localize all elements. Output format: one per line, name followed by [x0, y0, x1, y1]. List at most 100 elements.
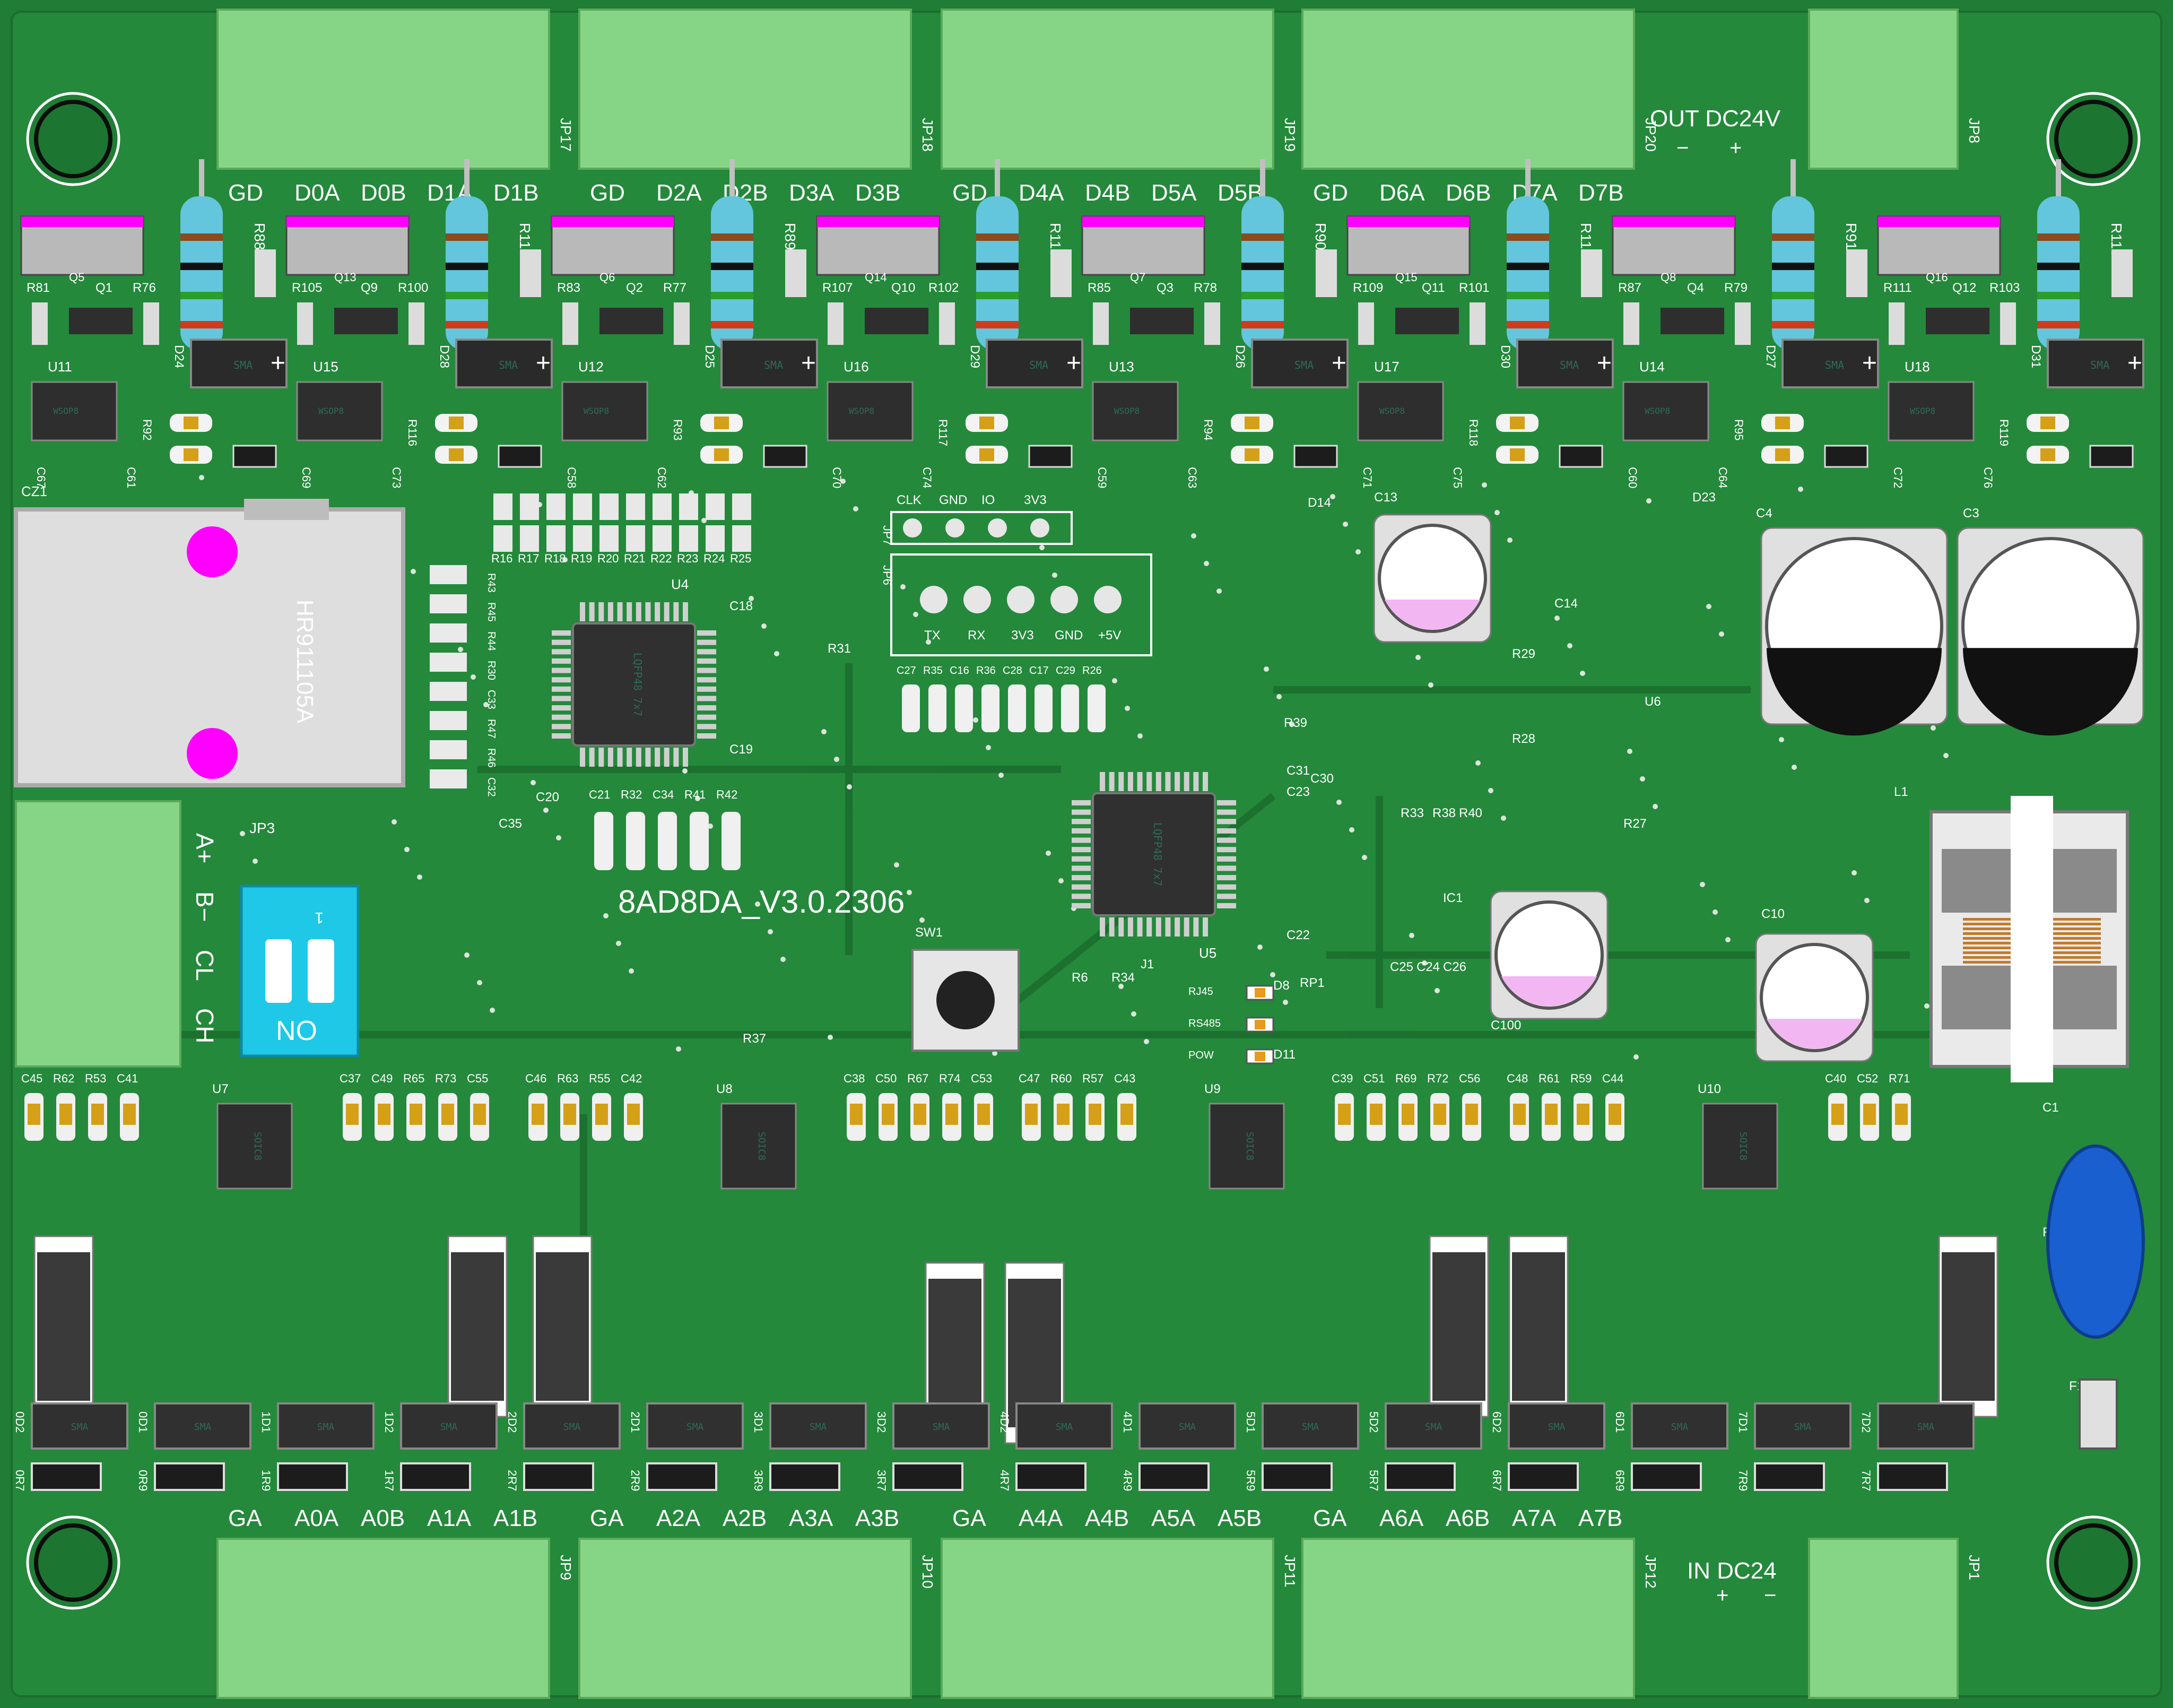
passive-ref: C27: [897, 665, 916, 677]
via: [853, 506, 858, 511]
ref-designator: C20: [536, 790, 559, 804]
resistor-band: [976, 263, 1019, 270]
lqfp-pin: [1100, 772, 1105, 791]
debug-pin-label: CLK: [897, 493, 922, 507]
diode-marking: SMA: [499, 359, 518, 371]
via: [629, 968, 634, 974]
via: [1554, 615, 1560, 621]
cap-polarity: +: [1844, 531, 1862, 567]
resistor-ref: R83: [557, 281, 580, 295]
sense-resistor-ref: R91: [1843, 223, 1859, 250]
lqfp-pin: [1217, 894, 1236, 899]
wsop8-mosfet: [827, 381, 914, 441]
cap-body: [1831, 1104, 1844, 1125]
passive-ref: R63: [557, 1072, 578, 1085]
fuse: [2079, 1378, 2118, 1450]
cap-ref: C59: [1096, 467, 1109, 488]
sot23-transistor: [1395, 308, 1459, 334]
varistor: [2046, 1145, 2145, 1339]
mcu-marking: LQFP48 7x7: [631, 653, 644, 716]
resistor-ref: 4R7: [998, 1470, 1011, 1491]
transistor-ref: Q7: [1130, 271, 1145, 284]
electrolytic-capacitor: +: [1760, 527, 1948, 736]
resistor-band: [2037, 321, 2080, 328]
connector-title: IN DC24: [1687, 1558, 1777, 1584]
sma-diode: [646, 1402, 744, 1450]
transistor-ref: Q5: [69, 271, 84, 284]
pin-label: A0A: [294, 1505, 339, 1531]
pin-label: A4A: [1019, 1505, 1063, 1531]
via: [1422, 960, 1427, 966]
lqfp-pin: [697, 724, 716, 730]
smd-resistor: [520, 249, 541, 297]
diode-ref: 1D2: [383, 1411, 396, 1433]
cap-body: [59, 1104, 72, 1125]
lqfp-body: [1092, 792, 1216, 916]
mosfet-ref: U16: [844, 359, 869, 375]
lqfp-pin: [1118, 772, 1124, 791]
via: [404, 847, 410, 852]
pin-label: D4B: [1085, 180, 1131, 206]
soic8-opamp: [1209, 1103, 1285, 1190]
lqfp-pin: [1072, 884, 1091, 890]
via: [1191, 533, 1196, 539]
pin-label: D3B: [855, 180, 901, 206]
via: [1507, 537, 1513, 543]
header-outline: [890, 553, 1152, 656]
diode-marking: SMA: [194, 1421, 212, 1433]
connector-title: OUT DC24V: [1650, 106, 1781, 132]
cap-body: [410, 1104, 422, 1125]
lqfp-pin: [1072, 865, 1091, 871]
lqfp-pin: [552, 639, 571, 645]
passive-ref: C37: [340, 1072, 361, 1085]
power-resistor-body: [536, 1252, 589, 1401]
smd-passive: [1008, 684, 1026, 732]
resistor-band: [1772, 233, 1814, 241]
resistor-ref: 5R9: [1244, 1470, 1257, 1491]
dip-position-label: 1: [315, 909, 324, 926]
smd-resistor: [2089, 445, 2134, 468]
pin-label: GA: [590, 1505, 624, 1531]
lqfp-pin: [1217, 884, 1236, 890]
lqfp-pin: [645, 602, 651, 621]
smd-passive: [594, 812, 613, 870]
uart-pin-label: 3V3: [1011, 628, 1034, 643]
smd-resistor: [706, 493, 725, 520]
cap-body: [1510, 417, 1525, 429]
passive-ref: R61: [1539, 1072, 1560, 1085]
lqfp-pin: [552, 705, 571, 711]
lqfp-pin: [598, 748, 604, 767]
dip-switch: 1NO: [240, 885, 360, 1057]
sma-diode: [1754, 1402, 1852, 1450]
cap-body: [378, 1104, 390, 1125]
sot23-transistor: [599, 308, 663, 334]
smd-passive: [981, 684, 999, 732]
via: [1725, 937, 1731, 942]
resistor-band: [446, 292, 488, 299]
smd-resistor: [1204, 302, 1220, 345]
smd-resistor: [1735, 302, 1751, 345]
smd-resistor: [1385, 1462, 1456, 1491]
pin-label: D0B: [361, 180, 406, 206]
via: [900, 584, 906, 589]
resistor-ref: 1R9: [259, 1470, 273, 1491]
connector-ref: JP9: [558, 1555, 574, 1580]
via: [1864, 898, 1870, 903]
resistor-ref: R20: [597, 552, 619, 565]
inductor-clip: [2011, 796, 2053, 1082]
switch-body: [911, 949, 1020, 1052]
via: [774, 651, 779, 656]
header-pin: [963, 586, 991, 613]
opamp-marking: SOIC8: [1737, 1132, 1749, 1160]
lqfp-pin: [697, 630, 716, 636]
passive-ref: C48: [1507, 1072, 1528, 1085]
cap-body: [532, 1104, 544, 1125]
diode-marking: SMA: [440, 1421, 458, 1433]
lqfp-pin: [673, 602, 679, 621]
